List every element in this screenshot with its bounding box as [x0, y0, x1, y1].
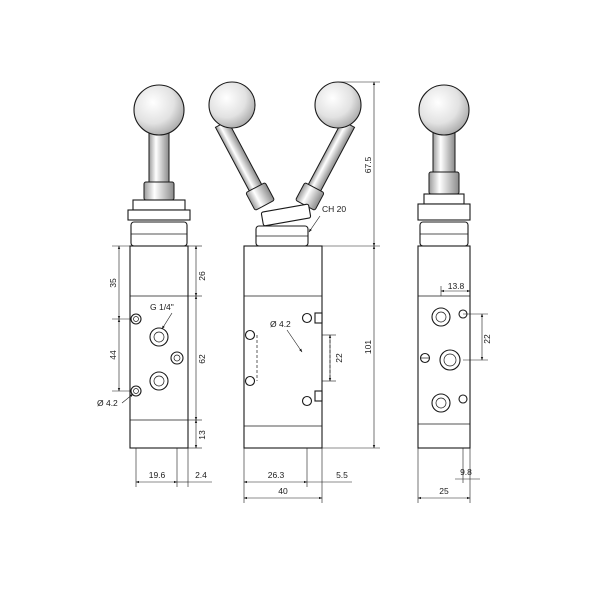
swing-mount-hole-lower — [244, 375, 256, 387]
dim-swing-26-3: 26.3 — [268, 470, 285, 480]
swing-lever-right — [295, 120, 356, 211]
front-port-side — [170, 351, 184, 365]
front-lever-ball — [133, 84, 185, 136]
front-mount-hole-lower — [130, 385, 142, 397]
front-lever-stem — [148, 131, 170, 189]
right-view: 13.8 22 9.8 25 — [417, 84, 492, 503]
front-port-lower — [149, 371, 169, 391]
dim-front-62: 62 — [197, 354, 207, 364]
dim-swing-22: 22 — [334, 353, 344, 363]
swing-hole-label: Ø 4.2 — [270, 319, 291, 329]
swing-ch-label: CH 20 — [322, 204, 346, 214]
front-thread-label: G 1/4" — [150, 302, 174, 312]
dim-right-25: 25 — [439, 486, 449, 496]
swing-tab-lower — [314, 390, 323, 402]
swing-valve-body — [243, 245, 323, 449]
dim-right-13-8: 13.8 — [448, 281, 465, 291]
swing-ball-left — [208, 81, 256, 129]
front-lever-collar — [143, 181, 175, 201]
dim-front-44: 44 — [108, 350, 118, 360]
right-port-lower — [431, 393, 451, 413]
right-port-middle — [439, 349, 461, 371]
dim-swing-101: 101 — [363, 340, 373, 354]
dim-swing-40: 40 — [278, 486, 288, 496]
front-view: 35 44 26 62 13 G 1/4" Ø 4.2 19.6 2.4 — [97, 84, 212, 487]
right-port-upper — [431, 307, 451, 327]
swing-lever-left — [214, 120, 275, 211]
front-washer — [127, 209, 191, 221]
front-mount-hole-upper — [130, 313, 142, 325]
front-upper-nut — [132, 199, 186, 211]
dim-swing-67-5: 67.5 — [363, 156, 373, 173]
swing-pivot — [260, 203, 312, 227]
dim-front-13: 13 — [197, 430, 207, 440]
dim-front-26: 26 — [197, 271, 207, 281]
side-view-swing: Ø 4.2 22 CH 20 67.5 101 26.3 5.5 40 — [208, 81, 380, 503]
front-handle — [127, 84, 191, 247]
right-handle — [417, 84, 471, 247]
swing-tab-upper — [314, 312, 323, 324]
right-valve-body — [417, 245, 471, 449]
dim-front-19-6: 19.6 — [149, 470, 166, 480]
front-port-upper — [149, 327, 169, 347]
front-valve-body — [129, 245, 189, 449]
dim-front-2-4: 2.4 — [195, 470, 207, 480]
dim-swing-5-5: 5.5 — [336, 470, 348, 480]
front-hole-label: Ø 4.2 — [97, 398, 118, 408]
swing-mount-hole-upper — [244, 329, 256, 341]
dim-right-9-8: 9.8 — [460, 467, 472, 477]
dim-right-22: 22 — [482, 334, 492, 344]
swing-ball-right — [314, 81, 362, 129]
dim-front-35: 35 — [108, 278, 118, 288]
